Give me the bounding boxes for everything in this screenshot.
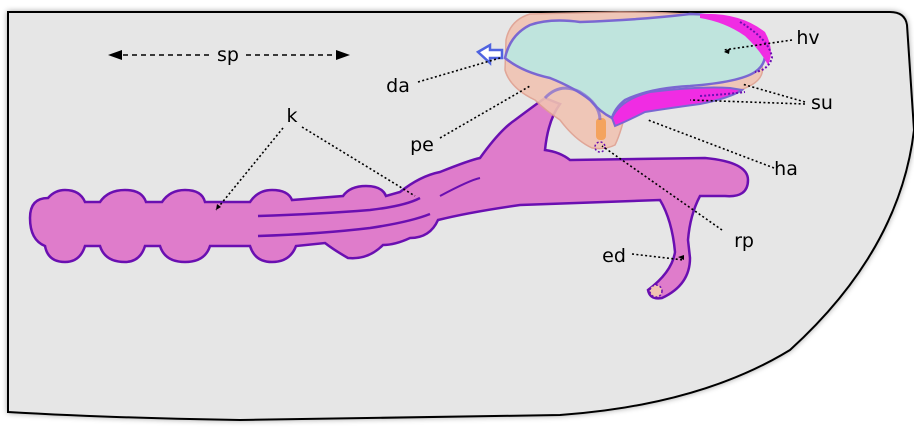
orange-vessel [596,118,606,140]
label-hv: hv [796,27,819,49]
label-pe: pe [410,134,434,156]
label-su: su [811,92,833,114]
label-sp: sp [217,44,239,66]
label-ed: ed [602,245,626,267]
label-rp: rp [734,230,754,252]
label-k: k [286,105,297,127]
label-da: da [386,75,410,97]
label-ha: ha [774,158,798,180]
